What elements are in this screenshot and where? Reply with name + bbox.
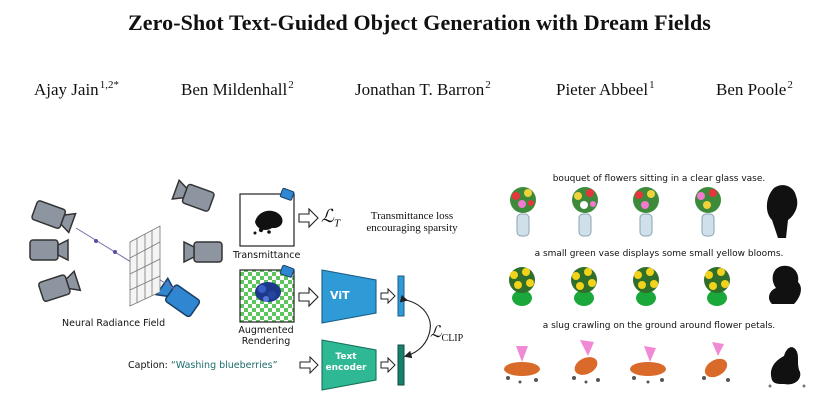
loss-desc-line-1: Transmittance loss — [370, 210, 454, 222]
author-name: Ajay Jain — [34, 80, 99, 99]
arrow-icon — [298, 207, 319, 229]
ray-sample-point — [113, 250, 117, 254]
camera-icon — [171, 178, 215, 212]
author-1: Ajay Jain1,2* — [34, 79, 119, 100]
camera-icon — [279, 187, 295, 201]
loss-desc-line-2: encouraging sparsity — [366, 222, 458, 234]
author-name: Jonathan T. Barron — [355, 80, 485, 99]
vit-encoder-shape — [321, 269, 377, 324]
sample-render-bouquet — [572, 187, 598, 237]
author-name: Pieter Abbeel — [556, 80, 649, 99]
sample-transmittance-silhouette — [766, 185, 798, 238]
gallery-caption-2: a small green vase displays some small y… — [534, 249, 784, 259]
author-2: Ben Mildenhall2 — [181, 79, 294, 100]
gallery-caption-1: bouquet of flowers sitting in a clear gl… — [552, 174, 766, 184]
sample-transmittance-silhouette — [769, 265, 801, 304]
text-encoder-label: Text encoder — [324, 352, 368, 374]
sample-render-slug — [702, 342, 730, 382]
author-affiliation: 1 — [649, 79, 655, 91]
augmented-label-line-1: Augmented — [238, 325, 294, 336]
arrow-icon — [299, 355, 319, 375]
augmented-rendering-label: Augmented Rendering — [235, 325, 297, 347]
clip-loss-arrow — [399, 294, 431, 359]
camera-ray — [75, 227, 179, 292]
text-encoder-line-1: Text — [335, 352, 357, 362]
text-embedding — [397, 344, 405, 386]
arrow-icon — [380, 287, 396, 305]
loss-symbol: ℒ — [430, 324, 442, 341]
transmittance-label: Transmittance — [233, 250, 301, 261]
ray-sample-point — [94, 239, 98, 243]
author-4: Pieter Abbeel1 — [556, 79, 655, 100]
author-name: Ben Poole — [716, 80, 787, 99]
sample-transmittance-silhouette — [768, 347, 806, 388]
sample-render-slug — [504, 346, 540, 384]
caption-text: “Washing blueberries” — [170, 360, 278, 371]
loss-subscript: T — [333, 217, 341, 230]
sample-render-bouquet — [510, 187, 536, 237]
arrow-icon — [298, 286, 319, 308]
sample-render-slug — [572, 340, 600, 384]
sample-render-yellow-blooms — [509, 267, 535, 306]
loss-symbol: ℒ — [321, 206, 334, 226]
text-encoder-shape — [321, 339, 377, 391]
clip-loss-symbol: ℒCLIP — [430, 322, 463, 344]
caption-line: Caption: “Washing blueberries” — [128, 360, 278, 371]
gallery-caption-3: a slug crawling on the ground around flo… — [542, 321, 776, 331]
transmittance-loss-description: Transmittance loss encouraging sparsity — [352, 210, 472, 234]
nerf-label: Neural Radiance Field — [62, 318, 166, 329]
caption-prefix: Caption: — [128, 360, 171, 371]
sample-render-yellow-blooms — [633, 267, 659, 306]
author-name: Ben Mildenhall — [181, 80, 288, 99]
nerf-grid — [129, 225, 161, 307]
camera-icon — [31, 200, 77, 234]
loss-subscript: CLIP — [441, 333, 464, 345]
arrow-icon — [380, 356, 396, 374]
author-affiliation: 2 — [485, 79, 491, 91]
sample-render-slug — [630, 346, 666, 384]
active-camera-icon — [155, 276, 201, 318]
author-5: Ben Poole2 — [716, 79, 793, 100]
transmittance-loss-symbol: ℒT — [321, 206, 340, 230]
image-embedding — [397, 275, 405, 317]
paper-title: Zero-Shot Text-Guided Object Generation … — [128, 10, 711, 35]
camera-icon — [183, 240, 223, 264]
author-affiliation: 1,2* — [99, 79, 119, 91]
author-3: Jonathan T. Barron2 — [355, 79, 491, 100]
sample-render-yellow-blooms — [571, 267, 597, 306]
camera-icon — [279, 264, 295, 278]
author-affiliation: 2 — [787, 79, 793, 91]
sample-render-bouquet — [633, 187, 659, 237]
text-encoder-line-2: encoder — [325, 363, 367, 373]
sample-render-yellow-blooms — [704, 267, 730, 306]
camera-icon — [38, 269, 82, 302]
augmented-label-line-2: Rendering — [241, 336, 291, 347]
camera-icon — [29, 238, 69, 262]
author-affiliation: 2 — [288, 79, 294, 91]
sample-render-bouquet — [695, 187, 721, 237]
vit-label: ViT — [330, 289, 350, 302]
